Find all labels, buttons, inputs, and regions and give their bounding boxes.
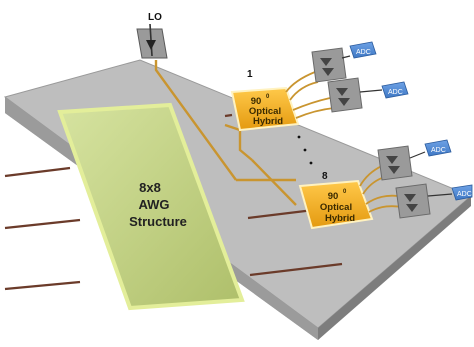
lo-arrow-head-icon: [146, 40, 156, 50]
optical-hybrid-8: 8 90 0 Optical Hybrid: [298, 171, 374, 230]
pd2-diode-top: [336, 88, 348, 96]
adc-conn-4: [427, 193, 453, 197]
adc-3-label: ADC: [431, 147, 446, 154]
hybrid-8-line1: 90: [328, 191, 339, 202]
hybrid-1-line3: Hybrid: [253, 116, 283, 127]
pd1-diode-top: [320, 58, 332, 66]
photodiode-pair-2: [327, 77, 363, 113]
hybrid-1-box: [230, 86, 300, 132]
hybrid-1-line2: Optical: [249, 106, 281, 117]
adc-conn-2: [359, 89, 383, 93]
hybrid-1-line1: 90: [251, 96, 262, 107]
adc-box-4: ADC: [451, 184, 473, 201]
adc-2-label: ADC: [388, 89, 403, 96]
adc-connections: [341, 55, 453, 197]
h1-out-3: [292, 97, 331, 111]
ellipsis-dots: [297, 135, 313, 165]
pd4-diode-bottom: [406, 204, 418, 212]
adc-blocks: ADC ADC ADC ADC: [349, 41, 473, 201]
h8-out-3: [365, 194, 399, 205]
photodiode-pair-4: [395, 183, 431, 219]
adc-conn-3: [409, 151, 426, 159]
adc-1-shape: [349, 41, 377, 59]
optical-hybrid-1: 1 90 0 Optical Hybrid: [230, 69, 300, 132]
ellipsis-dot-2: [303, 148, 307, 152]
adc-2-shape: [381, 81, 409, 99]
photodiodes: [311, 47, 431, 219]
waveguide-right-1: [224, 113, 233, 118]
adc-conn-1: [341, 55, 351, 59]
waveguide-left-2: [4, 218, 81, 230]
waveguide-left-3: [4, 280, 81, 291]
chip-right-face: [318, 196, 471, 340]
hybrid-1-superscript: 0: [266, 94, 270, 100]
lo-waveguides: [154, 60, 297, 206]
pd3-diode-top: [386, 156, 398, 164]
hybrid-1-index: 1: [247, 69, 253, 80]
pd3-diode-bottom: [388, 166, 400, 174]
photodiode-pair-1: [311, 47, 347, 83]
lo-line-lower: [251, 159, 297, 206]
waveguide-left-1: [4, 166, 71, 178]
pd1-housing: [311, 47, 347, 83]
adc-4-shape: [451, 184, 473, 201]
h1-out-1: [285, 71, 316, 93]
awg-structure: [57, 102, 245, 311]
hybrid-8-box: [298, 179, 374, 230]
pd2-diode-bottom: [338, 98, 350, 106]
awg-label-line3: Structure: [129, 214, 187, 229]
pd3-housing: [377, 145, 413, 181]
hybrid-8-index: 8: [322, 171, 328, 182]
adc-3-shape: [424, 139, 452, 157]
adc-box-3: ADC: [424, 139, 452, 157]
lo-source: LO: [136, 12, 168, 59]
ellipsis-dot-3: [309, 161, 313, 165]
h1-out-2: [289, 81, 319, 101]
adc-4-label: ADC: [457, 191, 472, 198]
lo-label: LO: [148, 12, 162, 23]
lo-line-branch: [238, 130, 253, 161]
adc-box-2: ADC: [381, 81, 409, 99]
hybrid-8-line3: Hybrid: [325, 213, 355, 224]
waveguide-right-3: [249, 262, 343, 277]
hybrid-8-line2: Optical: [320, 202, 352, 213]
awg-label-line1: 8x8: [139, 180, 161, 195]
pd2-housing: [327, 77, 363, 113]
photodiode-pair-3: [377, 145, 413, 181]
pd4-diode-top: [404, 194, 416, 202]
ellipsis-dot-1: [297, 135, 301, 139]
h1-out-4: [295, 107, 335, 119]
awg-block: 8x8 AWG Structure: [57, 102, 245, 311]
hybrid-8-superscript: 0: [343, 189, 347, 195]
adc-box-1: ADC: [349, 41, 377, 59]
pd1-diode-bottom: [322, 68, 334, 76]
adc-1-label: ADC: [356, 49, 371, 56]
pd4-housing: [395, 183, 431, 219]
lo-line-main: [154, 60, 237, 181]
awg-label-line2: AWG: [138, 197, 169, 212]
